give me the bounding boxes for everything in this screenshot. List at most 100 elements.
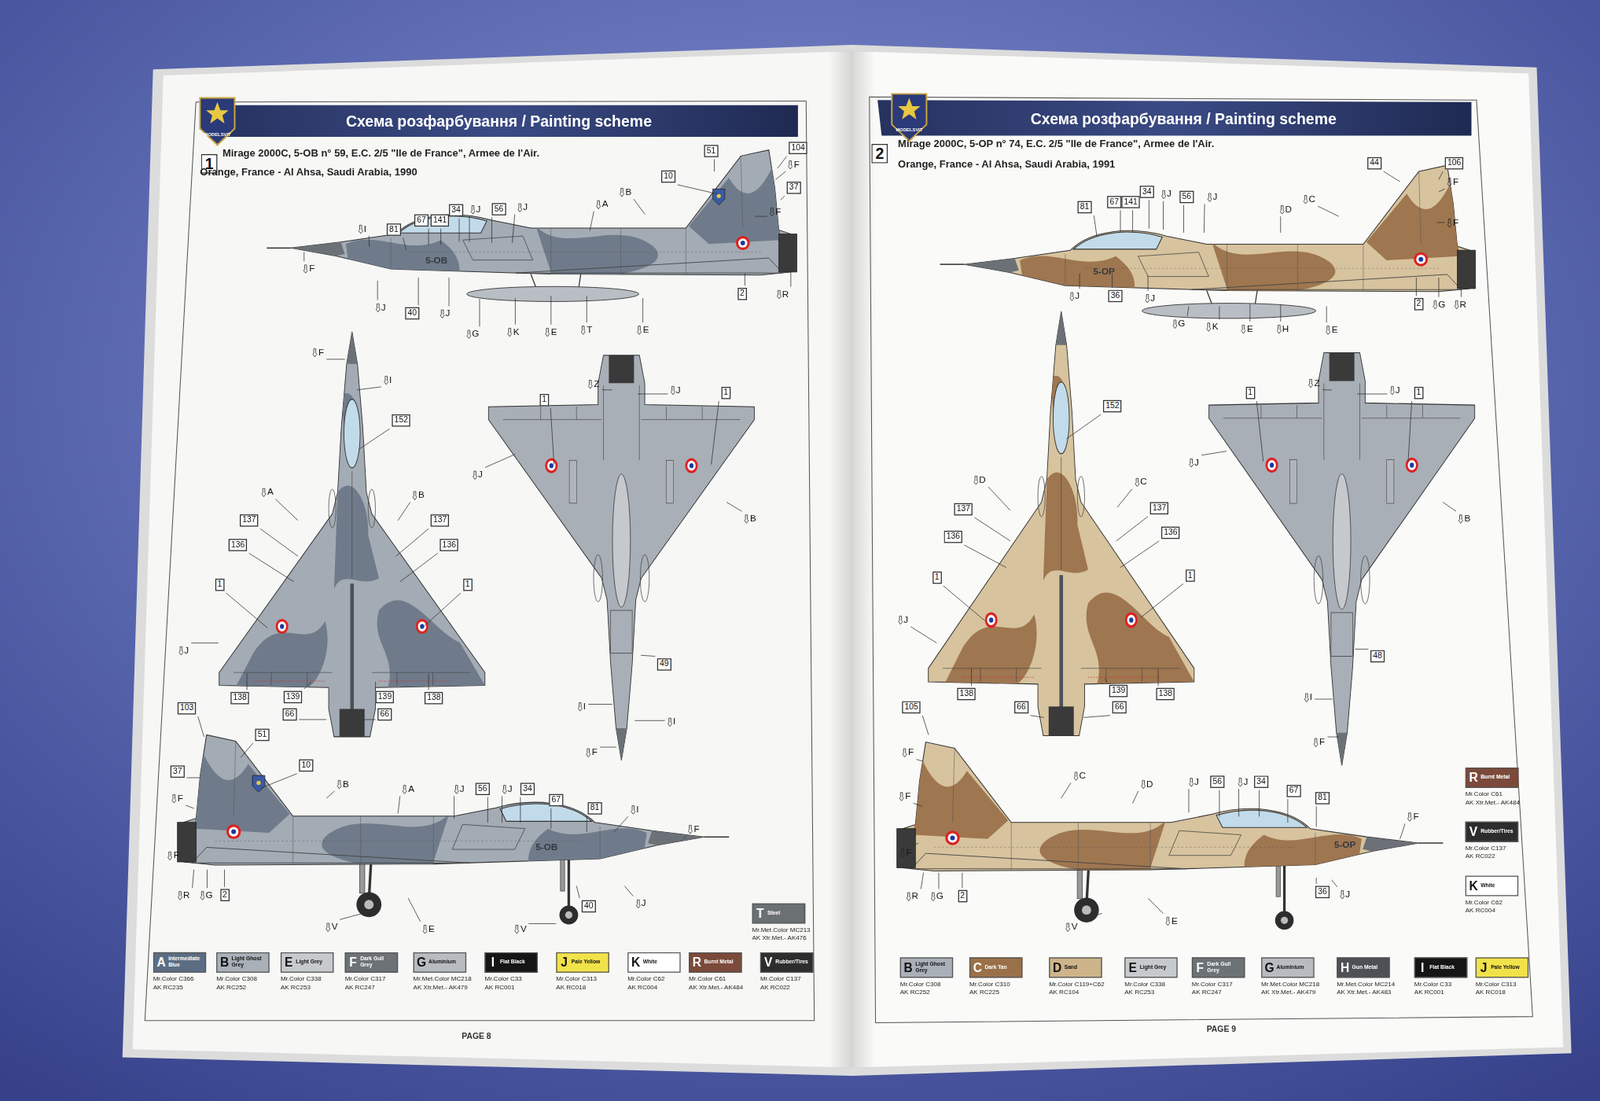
leader-line <box>777 156 788 170</box>
leader-line <box>1400 823 1406 839</box>
leader-line <box>1132 209 1133 233</box>
callout-number: 34 <box>1140 185 1155 199</box>
callout-number: 137 <box>239 514 259 527</box>
paint-callout: H <box>1276 323 1289 334</box>
paint-callout: F <box>302 263 315 274</box>
paint-code: Mr.Color C308 <box>900 979 942 987</box>
leader-line <box>1322 389 1332 390</box>
brush-icon <box>595 199 601 210</box>
paint-code: AK RC253 <box>280 982 311 990</box>
callout-number: 2 <box>957 890 968 903</box>
paint-letter: J <box>676 384 681 395</box>
brush-icon <box>619 187 625 197</box>
paint-letter: G <box>1177 318 1185 329</box>
paint-callout: D <box>1140 778 1153 789</box>
callout-number: 67 <box>548 794 563 807</box>
leader-line <box>634 720 665 721</box>
color-name: Pale Yellow <box>571 959 609 966</box>
paint-callout: E <box>636 324 650 335</box>
callout-number: 2 <box>220 888 230 902</box>
paint-code: Mr.Color C313 <box>1475 979 1517 987</box>
paint-callout: E <box>544 326 558 337</box>
paint-code: Mr.Color C366 <box>153 974 195 982</box>
paint-letter: B <box>418 489 425 501</box>
color-name: Steel <box>767 910 805 917</box>
leader-line <box>1030 715 1045 718</box>
paint-callout: C <box>1302 194 1316 205</box>
color-swatch: GAluminium <box>413 952 467 973</box>
color-name: Pale Yellow <box>1490 964 1528 972</box>
brush-icon <box>901 747 907 758</box>
leader-line <box>397 795 401 813</box>
paint-letter: I <box>364 223 367 234</box>
paint-callout: F <box>898 790 911 802</box>
leader-line <box>599 746 617 748</box>
paint-letter: G <box>471 328 479 339</box>
paint-code: AK RC252 <box>216 982 247 990</box>
callout-number: 36 <box>1315 886 1330 899</box>
leader-line <box>642 297 644 323</box>
leader-line <box>1083 715 1111 718</box>
paint-code: Mr.Color C338 <box>280 974 322 982</box>
paint-code: AK RC247 <box>1191 987 1222 995</box>
paint-callout: C <box>1073 770 1086 781</box>
callout-number: 136 <box>1161 526 1181 540</box>
leader-line <box>586 295 588 323</box>
paint-letter: C <box>1078 770 1086 781</box>
callout-number: 1 <box>932 571 942 585</box>
brush-icon <box>1303 692 1309 703</box>
color-name: Dark Tan <box>984 964 1022 972</box>
callout-number: 152 <box>391 414 411 427</box>
color-swatch: IFlat Black <box>1414 956 1468 978</box>
color-swatch: ELight Grey <box>280 952 334 973</box>
brush-icon <box>453 783 459 794</box>
brush-icon <box>171 793 177 803</box>
leader-line <box>1187 305 1189 317</box>
paint-callout: E <box>1325 324 1339 335</box>
brush-icon <box>1453 299 1459 309</box>
paint-letter: D <box>1146 778 1153 789</box>
leader-line <box>914 842 919 846</box>
paint-code-letter: G <box>1261 960 1277 975</box>
paint-callout: F <box>769 205 782 217</box>
leader-line <box>185 805 194 809</box>
brush-icon <box>1407 811 1413 821</box>
paint-letter: I <box>389 374 392 385</box>
callout-number: 139 <box>375 691 395 704</box>
paint-callout: J <box>1068 290 1080 302</box>
brush-icon <box>1206 321 1211 332</box>
brush-icon <box>439 308 445 319</box>
callout-number: 137 <box>953 503 973 516</box>
brush-icon <box>898 790 904 801</box>
callout-number: 81 <box>386 223 401 236</box>
callout-number: 40 <box>581 900 596 913</box>
brush-icon <box>588 378 593 389</box>
paint-callout: F <box>1313 736 1325 747</box>
leader-line <box>1357 393 1387 394</box>
paint-callout: V <box>1065 921 1078 932</box>
aircraft-marking: 5-OP <box>1334 839 1356 850</box>
brush-icon <box>1237 776 1243 787</box>
paint-letter: B <box>342 778 350 789</box>
brush-icon <box>336 779 342 789</box>
leader-line <box>224 869 225 887</box>
callout-number: 1 <box>214 578 225 592</box>
leader-line <box>375 681 376 689</box>
color-swatch: TSteel <box>752 903 806 924</box>
brush-icon <box>1276 323 1281 334</box>
paint-callout: I <box>1303 691 1313 703</box>
paint-letter: J <box>475 204 481 215</box>
paint-code-letter: J <box>1476 960 1491 975</box>
leader-line <box>403 237 407 251</box>
callout-number: 1 <box>1184 569 1195 582</box>
paint-callout: G <box>930 890 944 902</box>
callout-number: 1 <box>720 386 731 400</box>
paint-letter: I <box>673 716 676 727</box>
leader-line <box>550 295 552 324</box>
paint-letter: V <box>1071 921 1078 932</box>
paint-callout: E <box>422 923 435 935</box>
brush-icon <box>897 614 902 625</box>
callout-number: 66 <box>282 708 297 721</box>
brush-icon <box>470 204 475 214</box>
paint-code: AK RC235 <box>153 982 184 990</box>
